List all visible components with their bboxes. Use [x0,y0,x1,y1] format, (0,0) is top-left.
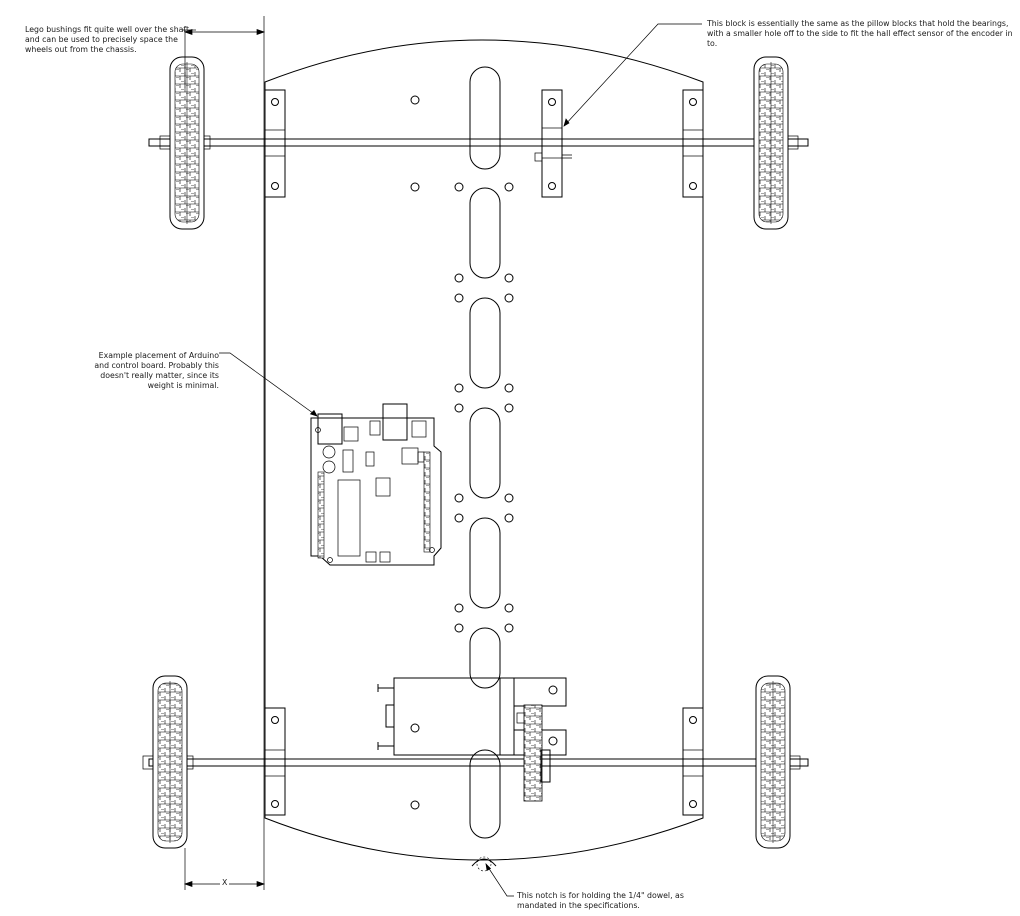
center-slots [469,66,501,839]
wheel-rear-left [152,675,188,849]
note-lego-bushings: Lego bushings fit quite well over the sh… [25,25,190,54]
bushing-front-left-inner [203,135,211,150]
arduino-board [310,403,442,566]
mounting-holes [410,95,514,810]
rear-axle [148,758,809,767]
leader-lines [182,23,702,897]
wheel-front-right [753,56,789,230]
pillow-block-front-right [682,89,704,198]
bushing-front-right [787,135,799,150]
drive-motor [377,677,567,756]
bushing-rear-left-inner [186,755,194,770]
encoder-block [534,89,572,198]
note-arduino: Example placement of Arduino and control… [94,351,219,390]
note-dowel-notch: This notch is for holding the 1/4" dowel… [517,891,684,910]
front-axle [148,138,809,147]
dowel-notch [471,858,497,867]
bushing-rear-left [142,755,154,770]
pillow-block-front-left [264,89,286,198]
wheel-rear-right [755,675,791,849]
bushing-front-left [159,135,171,150]
chassis-plate [264,39,704,861]
pillow-block-rear-right [682,707,704,816]
wheel-front-left [169,56,205,230]
bushing-rear-right [789,755,801,770]
drive-gear [523,704,551,802]
pillow-block-rear-left [264,707,286,816]
dimension-x-label: X [220,878,230,888]
note-pillow-block: This block is essentially the same as th… [707,19,1013,48]
